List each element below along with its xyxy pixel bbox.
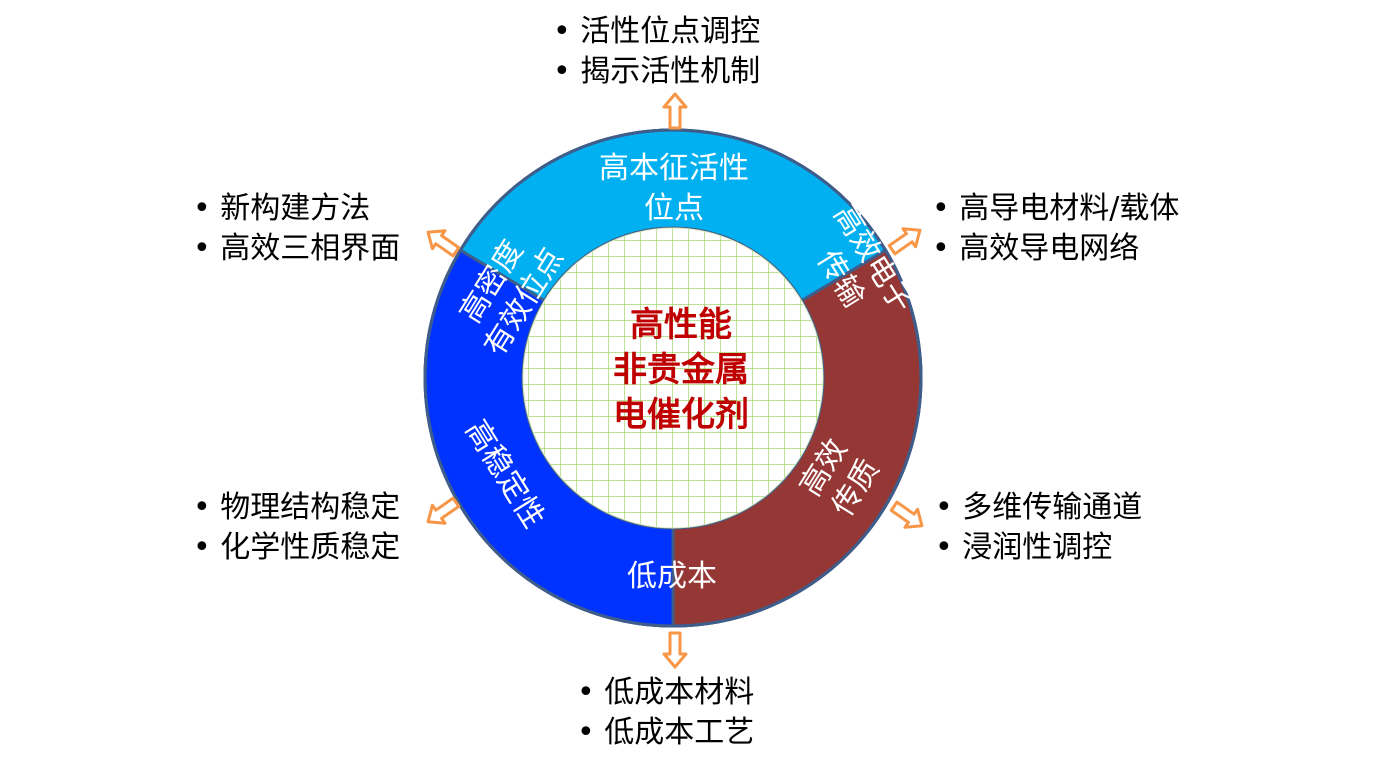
arrow-bottom-icon	[662, 631, 688, 669]
bullet-item: 高效导电网络	[932, 229, 1179, 269]
bullets-bottom: 低成本材料 低成本工艺	[577, 673, 754, 753]
arrow-lower-left-icon	[426, 496, 461, 525]
center-circle	[522, 227, 824, 529]
bullet-item: 新构建方法	[193, 189, 400, 229]
ring-outline	[423, 128, 923, 628]
center-line-1: 高性能	[630, 305, 732, 345]
arrow-upper-left-icon	[426, 229, 461, 258]
bullets-top: 活性位点调控 揭示活性机制	[553, 12, 760, 92]
bullet-item: 高效三相界面	[193, 229, 400, 269]
center-title: 高性能 非贵金属 电催化剂	[613, 305, 749, 435]
segment-bottom-line-1: 低成本	[627, 559, 717, 594]
bullets-upper-right: 高导电材料/载体 高效导电网络	[932, 189, 1179, 269]
bullet-item: 低成本材料	[577, 673, 754, 713]
center-line-3: 电催化剂	[613, 395, 749, 435]
bullet-item: 浸润性调控	[935, 528, 1142, 568]
segment-top-line-2: 位点	[644, 191, 704, 226]
center-line-2: 非贵金属	[613, 350, 749, 390]
arrow-top-icon	[662, 92, 688, 130]
bullet-item: 物理结构稳定	[193, 488, 400, 528]
bullets-upper-left: 新构建方法 高效三相界面	[193, 189, 400, 269]
bullet-item: 揭示活性机制	[553, 52, 760, 92]
bullet-item: 低成本工艺	[577, 713, 754, 753]
bullets-lower-right: 多维传输通道 浸润性调控	[935, 488, 1142, 568]
segment-label-top: 高本征活性 位点	[599, 151, 749, 226]
bullet-item: 多维传输通道	[935, 488, 1142, 528]
segment-top-line-1: 高本征活性	[599, 151, 749, 186]
arrows	[426, 92, 924, 669]
arrow-upper-right-icon	[887, 227, 922, 256]
bullet-item: 活性位点调控	[553, 12, 760, 52]
bullet-item: 化学性质稳定	[193, 528, 400, 568]
bullet-item: 高导电材料/载体	[932, 189, 1179, 229]
bullets-lower-left: 物理结构稳定 化学性质稳定	[193, 488, 400, 568]
arrow-lower-right-icon	[889, 500, 924, 529]
